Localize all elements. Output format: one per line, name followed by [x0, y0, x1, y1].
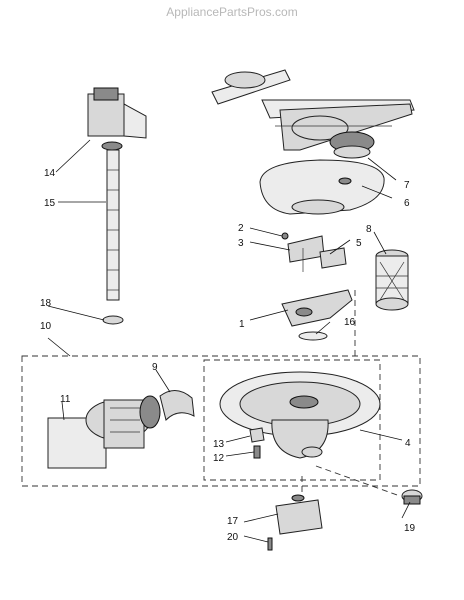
clamp — [102, 315, 124, 325]
callout-17: 17 — [227, 516, 239, 527]
callout-7: 7 — [404, 180, 410, 191]
callout-19: 19 — [404, 523, 416, 534]
callout-15: 15 — [44, 198, 56, 209]
callout-13: 13 — [213, 439, 225, 450]
screw — [267, 537, 273, 551]
spray-arm-assembly — [211, 69, 415, 159]
valve-body — [275, 494, 323, 535]
callout-10: 10 — [40, 321, 52, 332]
sump-assembly — [219, 371, 381, 459]
callout-16: 16 — [344, 317, 356, 328]
callout-18: 18 — [40, 298, 52, 309]
gasket — [298, 331, 328, 341]
small-valve-parts — [281, 232, 347, 272]
sensor-parts — [249, 427, 265, 459]
bracket — [281, 289, 353, 327]
callout-20: 20 — [227, 532, 239, 543]
callout-9: 9 — [152, 362, 158, 373]
callout-1: 1 — [239, 319, 245, 330]
filter-cylinder — [375, 249, 409, 311]
callout-4: 4 — [405, 438, 411, 449]
hose — [106, 149, 120, 301]
callout-2: 2 — [238, 223, 244, 234]
callout-6: 6 — [404, 198, 410, 209]
filter-plate — [259, 159, 385, 215]
connector-dash-19 — [315, 465, 401, 497]
callout-14: 14 — [44, 168, 56, 179]
watermark: AppliancePartsPros.com — [166, 5, 297, 19]
elbow-hose — [159, 390, 195, 421]
callout-5: 5 — [356, 238, 362, 249]
assembly-box-10 — [21, 355, 421, 487]
callout-8: 8 — [366, 224, 372, 235]
assembly-box-4 — [203, 359, 381, 481]
pump-motor — [47, 395, 161, 469]
callout-12: 12 — [213, 453, 225, 464]
check-valve — [401, 489, 423, 505]
drain-motor — [87, 87, 147, 151]
callout-3: 3 — [238, 238, 244, 249]
callout-11: 11 — [60, 394, 71, 405]
leader-lines — [47, 139, 411, 543]
